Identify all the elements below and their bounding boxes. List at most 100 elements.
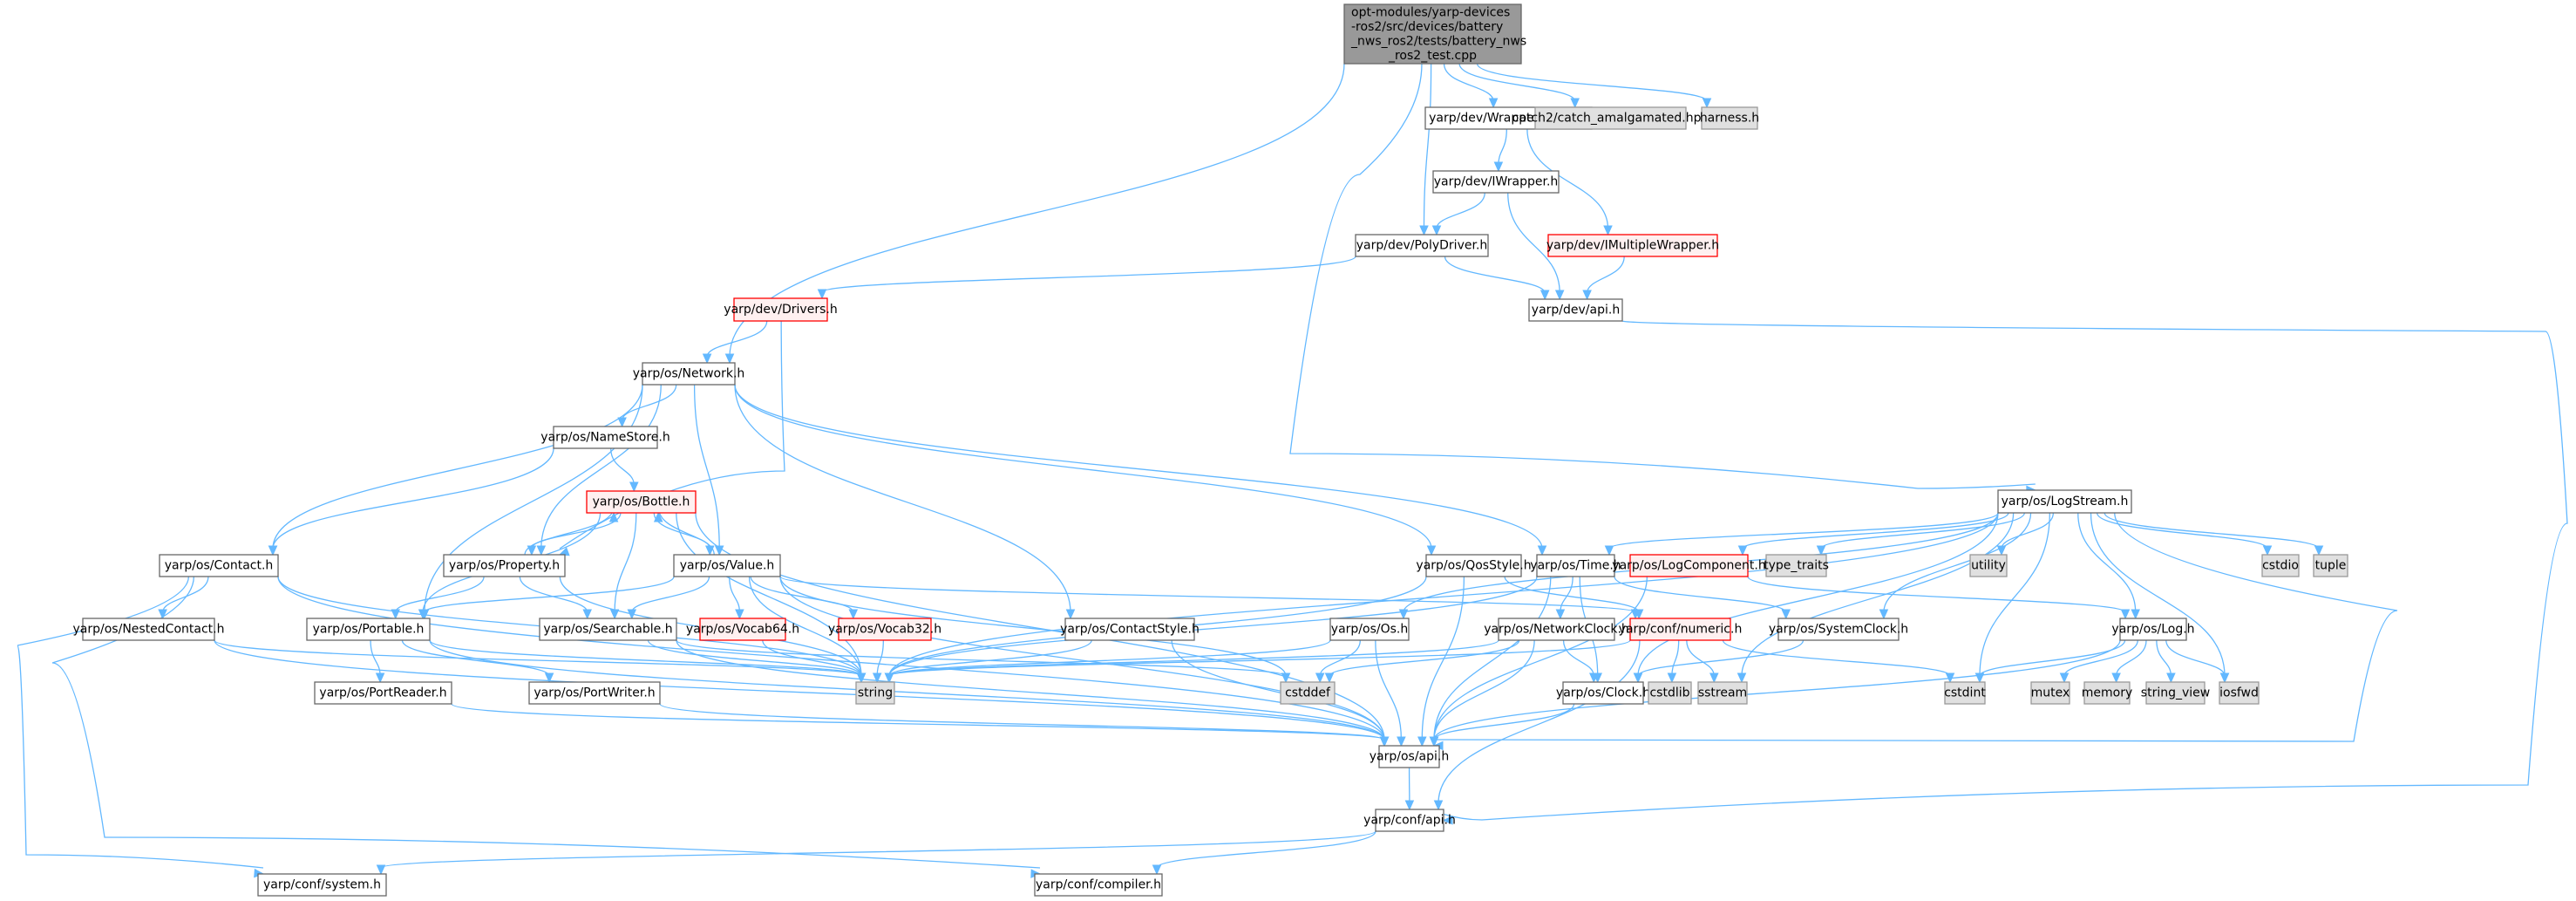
edge-line [1329,639,1520,677]
node-imultiplewrapper[interactable]: yarp/dev/IMultipleWrapper.h [1546,234,1719,257]
node-string[interactable]: string [855,681,895,705]
node-bottle[interactable]: yarp/os/Bottle.h [586,490,697,514]
node-cstdint[interactable]: cstdint [1944,681,1986,705]
node-catch2[interactable]: catch2/catch_amalgamated.hpp [1512,106,1709,130]
node-confapi[interactable]: yarp/conf/api.h [1363,809,1456,832]
node-string_view[interactable]: string_view [2141,681,2210,705]
node-box [2083,681,2131,705]
arrowhead-icon [1152,864,1162,876]
edge-line [1498,128,1507,166]
edge-logstream-to-log [2077,512,2140,620]
node-portwriter[interactable]: yarp/os/PortWriter.h [528,681,661,705]
node-numeric[interactable]: yarp/conf/numeric.h [1619,618,1743,641]
edge-line [1560,576,1573,613]
node-mutex[interactable]: mutex [2030,681,2070,705]
node-label: yarp/os/PortReader.h [319,686,446,700]
edge-logstream-to-cstdio [2096,512,2273,556]
node-box [539,618,677,641]
edge-namestore-to-bottle [610,447,639,493]
edge-line [621,384,677,421]
arrowhead-icon [1816,545,1826,556]
node-cstdlib[interactable]: cstdlib [1648,681,1692,705]
node-time[interactable]: yarp/os/Time.h [1530,554,1621,577]
edge-line [1671,639,1680,677]
node-tuple[interactable]: tuple [2313,554,2348,577]
node-portable[interactable]: yarp/os/Portable.h [306,618,431,641]
node-logcomponent[interactable]: yarp/os/LogComponent.h [1612,554,1766,577]
node-label: yarp/os/LogStream.h [2002,495,2129,509]
node-value[interactable]: yarp/os/Value.h [673,554,781,577]
node-utility[interactable]: utility [1969,554,2008,577]
edge-line [888,639,1631,677]
node-type_traits[interactable]: type_traits [1764,554,1829,577]
node-vocab32[interactable]: yarp/os/Vocab32.h [828,618,941,641]
arrowhead-icon [1433,800,1444,811]
node-box [1629,618,1731,641]
edge-portwriter-to-osapi [659,703,1390,747]
node-namestore[interactable]: yarp/os/NameStore.h [540,426,670,449]
node-log[interactable]: yarp/os/Log.h [2111,618,2195,641]
node-searchable[interactable]: yarp/os/Searchable.h [539,618,677,641]
edge-line [1433,639,1535,741]
edge-line [1436,192,1485,229]
node-label: yarp/conf/compiler.h [1036,878,1161,892]
node-box [2030,681,2070,705]
node-osapi[interactable]: yarp/os/api.h [1370,745,1449,768]
edge-property-to-bottle [524,506,619,556]
node-cstddef[interactable]: cstddef [1280,681,1336,705]
arrowhead-icon [2120,609,2131,620]
edge-network-to-property [536,384,662,556]
edge-root-to-wrappersingle [1443,63,1499,109]
node-box [1329,618,1410,641]
node-systemclock[interactable]: yarp/os/SystemClock.h [1769,618,1908,641]
edge-devapi-to-confapi [1442,320,2568,825]
node-contact[interactable]: yarp/os/Contact.h [159,554,279,577]
node-contactstyle[interactable]: yarp/os/ContactStyle.h [1060,618,1200,641]
node-logstream[interactable]: yarp/os/LogStream.h [1997,489,2132,514]
node-devapi[interactable]: yarp/dev/api.h [1528,298,1623,322]
node-cstdio[interactable]: cstdio [2261,554,2300,577]
edge-line [888,639,1499,677]
node-label: yarp/os/Vocab64.h [686,623,799,637]
node-network[interactable]: yarp/os/Network.h [633,362,745,386]
edge-line [1526,128,1609,229]
arrowhead-icon [1634,609,1644,620]
node-root[interactable]: opt-modules/yarp-devices-ros2/src/device… [1343,3,1526,65]
node-drivers[interactable]: yarp/dev/Drivers.h [724,297,838,322]
edge-line [1433,639,2121,741]
node-box [699,618,786,641]
node-label: yarp/os/LogComponent.h [1612,559,1765,573]
node-polydriver[interactable]: yarp/dev/PolyDriver.h [1355,234,1489,257]
edge-line [1637,639,1805,677]
edge-line [2096,512,2268,549]
node-networkclock[interactable]: yarp/os/NetworkClock.h [1484,618,1629,641]
node-system[interactable]: yarp/conf/system.h [257,873,387,897]
arrowhead-icon [2262,545,2273,556]
node-clock[interactable]: yarp/os/Clock.h [1556,681,1650,705]
node-harness[interactable]: harness.h [1700,106,1759,130]
node-label: yarp/os/Network.h [633,367,745,381]
arrowhead-icon [705,545,715,556]
edge-line [277,576,1385,741]
node-box [1432,170,1560,194]
edge-log-to-osapi [1429,639,2121,747]
edge-root-to-harness [1476,63,1712,109]
node-box [1536,554,1615,577]
node-box [82,618,215,641]
node-compiler[interactable]: yarp/conf/compiler.h [1034,873,1163,897]
node-nestedcontact[interactable]: yarp/os/NestedContact.h [73,618,225,641]
node-memory[interactable]: memory [2082,681,2133,705]
node-portreader[interactable]: yarp/os/PortReader.h [314,681,452,705]
node-qosstyle[interactable]: yarp/os/QosStyle.h [1416,554,1532,577]
node-property[interactable]: yarp/os/Property.h [443,554,566,577]
node-os[interactable]: yarp/os/Os.h [1329,618,1410,641]
edge-logstream-to-time [1604,512,1999,556]
node-label: yarp/dev/api.h [1532,304,1620,317]
edge-line [161,576,209,613]
node-vocab64[interactable]: yarp/os/Vocab64.h [686,618,799,641]
node-sstream[interactable]: sstream [1697,681,1748,705]
node-iwrapper[interactable]: yarp/dev/IWrapper.h [1432,170,1560,194]
node-label: string_view [2141,686,2210,700]
edge-confapi-to-system [376,830,1376,876]
node-iosfwd[interactable]: iosfwd [2219,681,2260,705]
